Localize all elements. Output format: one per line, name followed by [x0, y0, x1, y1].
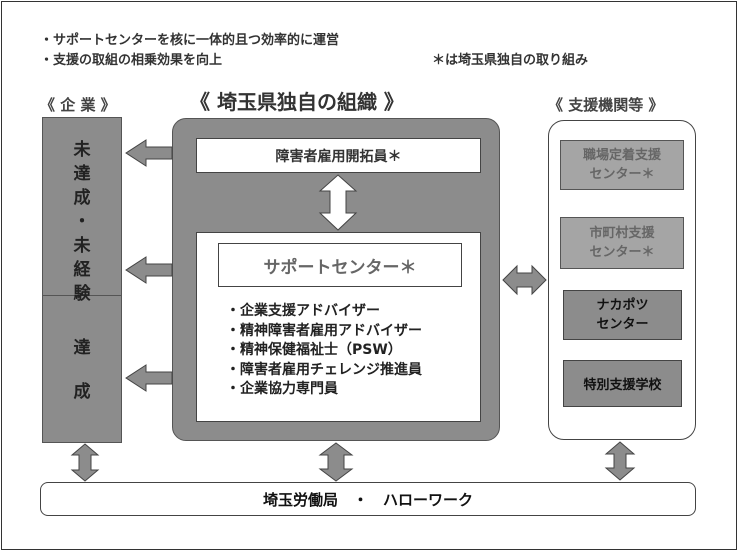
support-staff-list: ・企業支援アドバイザー ・精神障害者雇用アドバイザー ・精神保健福祉士（PSW）… [226, 302, 422, 400]
double-arrow-horizontal-icon [502, 264, 547, 296]
staff-item: ・企業支援アドバイザー [226, 303, 380, 319]
note-line-1: ・サポートセンターを核に一体的且つ効率的に運営 [40, 33, 340, 48]
double-arrow-vertical-icon [604, 441, 636, 481]
company-unachieved-label: 未 達 成 ・ 未 経 験 [73, 140, 91, 304]
asterisk-note: ＊は埼玉県独自の取り組み [432, 53, 589, 68]
nakapotsu-center: ナカポツセンター [563, 290, 682, 340]
right-section-title: 《 支援機関等 》 [548, 96, 664, 114]
center-section-title: 《 埼玉県独自の組織 》 [190, 90, 404, 114]
arrow-left-icon [125, 364, 173, 392]
staff-item: ・精神障害者雇用アドバイザー [226, 322, 422, 339]
left-section-title: 《 企 業 》 [40, 96, 116, 114]
note-line-2: ・支援の取組の相乗効果を向上 [40, 53, 223, 68]
special-support-school: 特別支援学校 [563, 360, 682, 407]
staff-item: ・精神保健福祉士（PSW） [226, 342, 402, 358]
double-arrow-vertical-icon [318, 442, 354, 482]
staff-item: ・企業協力専門員 [226, 381, 338, 397]
double-arrow-vertical-icon [70, 443, 100, 482]
double-arrow-vertical-icon [318, 174, 358, 231]
company-achieved-label: 達 成 [73, 338, 91, 402]
municipal-support-center: 市町村支援センター＊ [560, 217, 684, 269]
support-center-title-box: サポートセンター＊ [218, 243, 462, 287]
staff-item: ・障害者雇用チェレンジ推進員 [226, 361, 422, 378]
workplace-retention-center: 職場定着支援センター＊ [560, 140, 684, 190]
arrow-left-icon [125, 256, 173, 284]
company-divider [42, 295, 122, 296]
employment-developer-box: 障害者雇用開拓員＊ [196, 138, 481, 173]
labor-bureau-hellowork-bar: 埼玉労働局 ・ ハローワーク [40, 482, 696, 516]
company-column [42, 117, 122, 443]
arrow-left-icon [125, 139, 173, 167]
